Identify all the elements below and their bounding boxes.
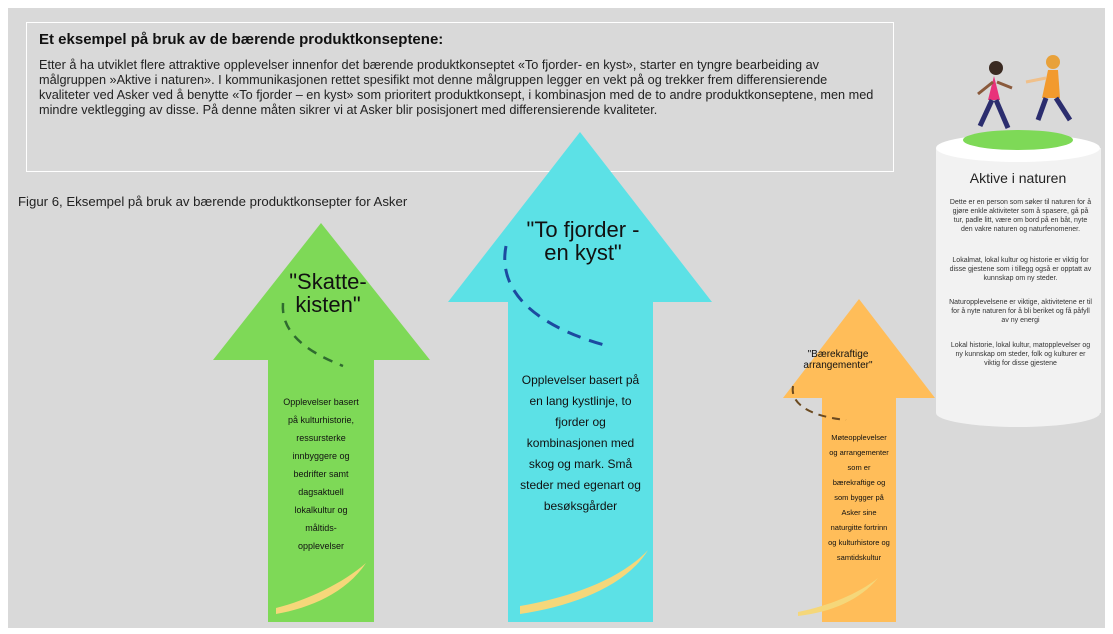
intro-box: Et eksempel på bruk av de bærende produk… (26, 22, 894, 172)
persona-paragraph: Naturopplevelsene er viktige, aktivitete… (949, 299, 1092, 324)
swoosh-icon (798, 578, 878, 616)
swoosh-icon (520, 550, 648, 614)
persona-paragraph: Lokal historie, lokal kultur, matoppleve… (950, 342, 1091, 367)
arrow-body-to-fjorder: Opplevelser basert på en lang kystlinje,… (520, 373, 641, 513)
persona-cylinder (936, 55, 1101, 427)
arrow-skattekisten (213, 223, 430, 622)
dashed-curve (791, 385, 847, 421)
arrow-body-skattekisten: Opplevelser basert på kulturhistorie, re… (283, 397, 359, 551)
grass-icon (963, 130, 1073, 150)
figure-caption: Figur 6, Eksempel på bruk av bærende pro… (18, 194, 408, 209)
arrow-baerekraftige (783, 299, 935, 622)
persona-title: Aktive i naturen (969, 170, 1067, 186)
arrow-title-baerekraftige: "Bærekraftige arrangementer" (803, 349, 873, 371)
runners-icon (977, 55, 1073, 129)
persona-paragraph: Dette er en person som søker til naturen… (949, 199, 1092, 233)
arrow-title-to-fjorder: "To fjorder - en kyst" (526, 217, 640, 266)
arrows-graphic (213, 55, 1101, 622)
arrow-title-skattekisten: "Skatte- kisten" (289, 269, 367, 318)
intro-body: Etter å ha utviklet flere attraktive opp… (39, 58, 874, 117)
dashed-curve (503, 245, 609, 348)
swoosh-icon (276, 563, 366, 614)
arrow-to-fjorder (448, 132, 712, 622)
intro-title: Et eksempel på bruk av de bærende produk… (39, 31, 444, 48)
persona-paragraph: Lokalmat, lokal kultur og historie er vi… (949, 257, 1092, 282)
diagram-canvas: Et eksempel på bruk av de bærende produk… (8, 8, 1105, 628)
arrow-body-baerekraftige: Møteopplevelser og arrangementer som er … (828, 433, 890, 562)
